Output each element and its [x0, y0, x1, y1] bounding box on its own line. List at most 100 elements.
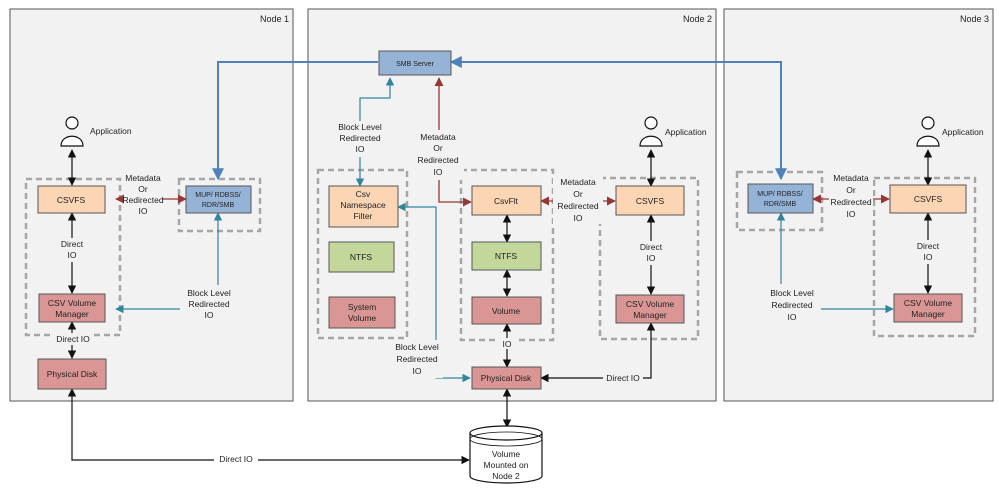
n1-physical-disk-box: Physical Disk — [37, 358, 107, 390]
svg-text:IO: IO — [139, 206, 148, 216]
n1-volmgr-label-line2: Manager — [55, 309, 89, 319]
n3-mup-box: MUP/ RDBSS/ RDR/SMB — [747, 183, 814, 214]
volume-cylinder-icon — [469, 425, 543, 484]
n2-sysvol-label-line2: Volume — [348, 313, 377, 323]
svg-text:Or: Or — [846, 185, 856, 195]
n1-direct-io-lower-label: Direct IO — [53, 333, 93, 345]
n2-metadata-upper-label: Metadata Or Redirected IO — [412, 130, 464, 180]
svg-text:Direct IO: Direct IO — [56, 334, 90, 344]
volume-cylinder-label-line2: Mounted on — [484, 460, 529, 470]
svg-text:Redirected: Redirected — [830, 197, 871, 207]
n2-ntfs-left-label: NTFS — [350, 252, 373, 262]
n2-volmgr-label-line1: CSV Volume — [626, 299, 674, 309]
n2-volmgr-label-line2: Manager — [633, 310, 667, 320]
n2-block-level-lower-label: Block Level Redirected IO — [391, 340, 443, 378]
svg-text:Direct: Direct — [917, 241, 940, 251]
n1-direct-io-label: Direct IO — [58, 238, 84, 262]
n2-filter-label-line3: Filter — [354, 211, 373, 221]
n2-csv-volume-manager-box: CSV Volume Manager — [615, 294, 685, 324]
svg-text:IO: IO — [847, 209, 856, 219]
n1-csv-volume-manager-box: CSV Volume Manager — [38, 293, 106, 323]
node-3-title: Node 3 — [960, 14, 989, 24]
node-2-title: Node 2 — [683, 14, 712, 24]
smb-to-node1-mup-link — [212, 61, 378, 181]
n2-block-level-upper-label: Block Level Redirected IO — [336, 121, 384, 157]
svg-text:Or: Or — [573, 189, 583, 199]
svg-text:Metadata: Metadata — [420, 132, 456, 142]
n2-system-volume-box: System Volume — [328, 296, 396, 329]
svg-text:Direct: Direct — [61, 239, 84, 249]
n2-csvflt-box: CsvFlt — [471, 185, 542, 216]
n3-direct-io-label: Direct IO — [915, 240, 941, 264]
svg-text:Direct: Direct — [640, 242, 663, 252]
svg-text:IO: IO — [503, 339, 512, 349]
svg-text:IO: IO — [924, 252, 933, 262]
n2-volume-label: Volume — [492, 306, 521, 316]
svg-text:Redirected: Redirected — [771, 300, 812, 310]
svg-text:Metadata: Metadata — [560, 177, 596, 187]
n1-mup-box: MUP/ RDBSS/ RDR/SMB — [185, 185, 252, 214]
n1-physical-disk-label: Physical Disk — [47, 369, 98, 379]
n2-csv-namespace-filter-box: Csv Namespace Filter — [328, 185, 399, 228]
svg-text:IO: IO — [205, 310, 214, 320]
n2-direct-io-label: Direct IO — [638, 241, 664, 265]
n2-application-label: Application — [665, 127, 707, 137]
n2-volmgr-disk-direct-io-link — [540, 322, 656, 383]
n2-filter-label-line1: Csv — [356, 189, 371, 199]
n2-physical-disk-box: Physical Disk — [471, 366, 542, 390]
n3-block-level-label: Block Level Redirected IO — [765, 284, 821, 326]
n2-ntfs-center-box: NTFS — [471, 241, 542, 271]
n2-ntfs-left-box: NTFS — [328, 241, 395, 273]
n2-ntfs-center-label: NTFS — [495, 251, 518, 261]
n1-metadata-label: Metadata Or Redirected IO — [122, 172, 164, 218]
svg-text:Redirected: Redirected — [396, 354, 437, 364]
svg-text:Direct IO: Direct IO — [606, 373, 640, 383]
n1-csvfs-box: CSVFS — [37, 185, 106, 214]
n2-csvflt-label: CsvFlt — [494, 196, 519, 206]
n1-mup-label-line1: MUP/ RDBSS/ — [195, 192, 241, 199]
svg-text:Redirected: Redirected — [188, 299, 229, 309]
svg-text:Block Level: Block Level — [770, 288, 814, 298]
svg-text:IO: IO — [68, 250, 77, 260]
n3-volmgr-label-line2: Manager — [911, 309, 945, 319]
namespace-filter-to-disk-link — [397, 202, 471, 383]
smb-to-node3-mup-link — [449, 56, 787, 181]
n3-csvfs-box: CSVFS — [889, 184, 967, 214]
n2-direct-io-right-label: Direct IO — [603, 372, 643, 384]
n1-csvfs-label: CSVFS — [57, 195, 86, 205]
svg-text:IO: IO — [356, 144, 365, 154]
n1-block-level-label: Block Level Redirected IO — [180, 285, 240, 325]
n2-csvfs-box: CSVFS — [615, 185, 685, 216]
n1-application-user-icon — [60, 116, 84, 147]
svg-text:Direct IO: Direct IO — [219, 454, 253, 464]
n3-application-label: Application — [942, 127, 984, 137]
svg-text:Redirected: Redirected — [339, 133, 380, 143]
svg-text:IO: IO — [647, 253, 656, 263]
svg-text:Or: Or — [138, 184, 148, 194]
svg-text:IO: IO — [574, 213, 583, 223]
svg-text:Metadata: Metadata — [125, 173, 161, 183]
svg-text:IO: IO — [434, 167, 443, 177]
n3-volmgr-label-line1: CSV Volume — [904, 298, 952, 308]
n2-filter-label-line2: Namespace — [340, 200, 386, 210]
n3-csv-volume-manager-box: CSV Volume Manager — [893, 293, 963, 323]
n3-application-user-icon — [916, 116, 940, 147]
svg-text:Metadata: Metadata — [833, 173, 869, 183]
svg-text:Block Level: Block Level — [395, 342, 439, 352]
volume-cylinder-label-line3: Node 2 — [492, 471, 520, 481]
n2-metadata-right-label: Metadata Or Redirected IO — [553, 176, 603, 224]
svg-text:Redirected: Redirected — [417, 155, 458, 165]
smb-server-label: SMB Server — [396, 61, 434, 68]
n1-volmgr-label-line1: CSV Volume — [48, 298, 96, 308]
n2-physical-disk-label: Physical Disk — [481, 373, 532, 383]
n2-volume-box: Volume — [471, 296, 542, 325]
n2-sysvol-label-line1: System — [348, 302, 376, 312]
volume-cylinder-label-line1: Volume — [492, 449, 521, 459]
smb-to-csvflt-link — [434, 77, 472, 207]
n1-application-label: Application — [90, 126, 132, 136]
node-1-title: Node 1 — [260, 14, 289, 24]
bottom-direct-io-label: Direct IO — [214, 453, 258, 465]
svg-text:Redirected: Redirected — [557, 201, 598, 211]
n3-csvfs-label: CSVFS — [914, 194, 943, 204]
n1-mup-label-line2: RDR/SMB — [202, 202, 235, 209]
